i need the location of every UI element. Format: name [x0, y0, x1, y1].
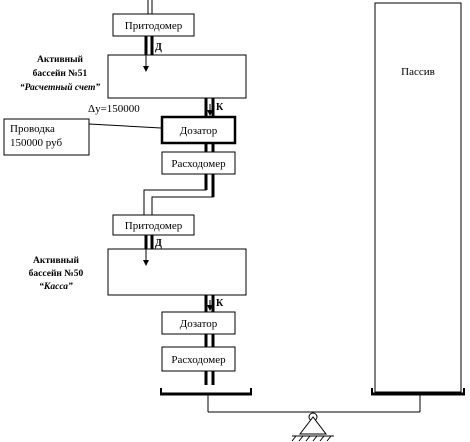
pool-50-title-1: Активный	[33, 255, 79, 266]
posting-line-1: Проводка	[10, 123, 55, 135]
pipe-dispenser2-to-flowmeter2	[204, 334, 215, 347]
dispenser-2-box	[161, 311, 236, 335]
inflow-meter-2-label: Притодомер	[125, 220, 183, 232]
pipe-meter1-to-pool51	[144, 36, 154, 55]
balance-scale	[160, 388, 465, 442]
posting-arrow-line	[88, 123, 162, 129]
dispenser-2-label: Дозатор	[180, 318, 218, 330]
delta-label: Δу=150000	[88, 103, 140, 115]
posting-line-2: 150000 руб	[10, 137, 62, 149]
pool-50-arrow-head	[143, 260, 149, 266]
passive-column	[374, 2, 462, 393]
pool-51-title-1: Активный	[37, 54, 83, 65]
label-d-1: Д	[155, 42, 162, 53]
pool-51-tank	[107, 54, 247, 99]
flowmeter-2-label: Расходомер	[171, 354, 226, 366]
posting-box	[3, 118, 90, 156]
pool-50-tank	[107, 248, 247, 296]
label-d-2: Д	[155, 238, 162, 249]
pool-51-title-3: “Расчетный счет”	[20, 82, 101, 93]
pool-51-title-2: бассейн №51	[33, 68, 88, 79]
inflow-meter-1-label: Притодомер	[125, 20, 183, 32]
pipe-pool51-to-dispenser1	[204, 98, 215, 117]
pipe-pool50-to-dispenser2	[204, 295, 215, 312]
flowmeter-1-label: Расходомер	[171, 158, 226, 170]
inlet-pipe-top	[147, 0, 153, 14]
pool-50-title-3: “Касса”	[39, 281, 73, 292]
k1-arrow-head	[207, 110, 213, 116]
pipe-meter2-to-pool50	[144, 235, 154, 249]
label-k-2: К	[216, 298, 224, 309]
transfer-pipe	[143, 174, 215, 215]
passive-label: Пассив	[401, 66, 435, 78]
k2-arrow-head	[207, 305, 213, 311]
dispenser-1-outline	[160, 115, 237, 145]
pipe-flowmeter2-out	[204, 371, 215, 385]
pipe-dispenser1-to-flowmeter1	[204, 143, 215, 152]
flowmeter-1-box	[161, 151, 236, 175]
pool-50-title-2: бассейн №50	[29, 268, 84, 279]
pool-51-arrow-head	[143, 66, 149, 72]
label-k-1: К	[216, 102, 224, 113]
dispenser-1-label: Дозатор	[180, 125, 218, 137]
flowmeter-2-box	[161, 346, 236, 372]
